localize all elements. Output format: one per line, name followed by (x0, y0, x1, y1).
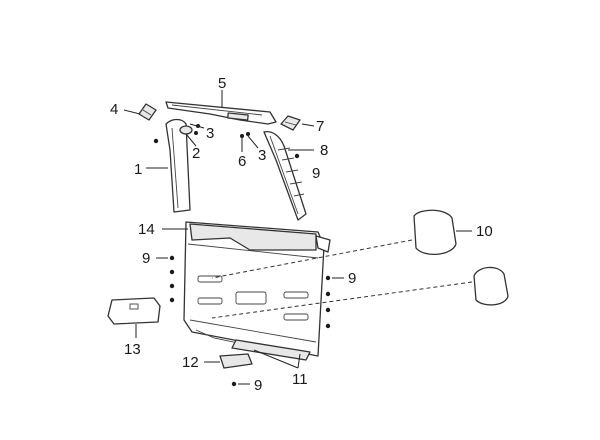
label-6: 6 (238, 153, 246, 170)
label-9-top: 9 (312, 165, 320, 182)
part-12-block (219, 353, 253, 369)
part-7-clip (280, 115, 301, 131)
label-2: 2 (192, 145, 200, 162)
part-13-lamp-cover (107, 297, 161, 325)
part-4-clip (138, 103, 157, 121)
leader-lines (123, 90, 472, 385)
label-1: 1 (134, 161, 142, 178)
label-3-left: 3 (206, 125, 214, 142)
part-1-left-pillar-trim (165, 118, 193, 213)
label-8: 8 (320, 142, 328, 159)
label-12: 12 (182, 354, 199, 371)
label-5: 5 (218, 75, 226, 92)
part-10-cover-lower (473, 266, 509, 306)
label-9-bottom: 9 (254, 377, 262, 394)
fastener-dots (153, 124, 331, 387)
projection-line-upper (211, 239, 413, 279)
part-5-header-trim (165, 101, 277, 125)
label-10: 10 (476, 223, 493, 240)
projection-line-lower (211, 281, 473, 319)
label-11: 11 (292, 371, 308, 388)
part-10-cover-upper (413, 209, 457, 255)
label-9-left: 9 (142, 250, 150, 267)
label-14: 14 (138, 221, 155, 238)
label-9-right: 9 (348, 270, 356, 287)
label-4: 4 (110, 101, 118, 118)
part-8-right-pillar-trim (263, 130, 307, 221)
vent-grilles (197, 275, 309, 321)
label-13: 13 (124, 341, 141, 358)
part-14-liftgate-panel (183, 221, 331, 357)
label-7: 7 (316, 118, 324, 135)
label-3-right: 3 (258, 147, 266, 164)
part-11-lower-strips (231, 339, 311, 361)
